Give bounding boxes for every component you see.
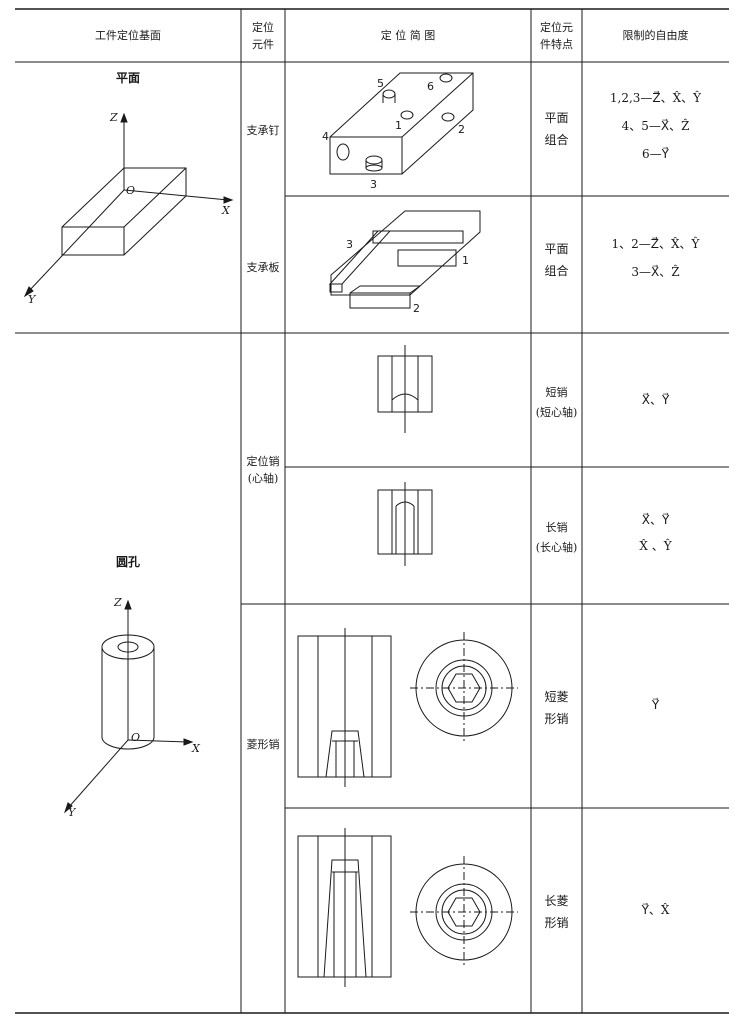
pin-label-4: 4 (322, 130, 329, 143)
hole-datum-sketch (63, 599, 194, 814)
dof-row-4-line-1: X⃗、Y⃗ (641, 513, 670, 527)
element-support-plates: 支承板 (246, 261, 280, 274)
feature-row-5: 短菱 形销 (544, 690, 569, 726)
dof-row-1-line-3: 6—Y⃗ (642, 147, 669, 161)
axis-o-label: O (126, 184, 136, 197)
pin-label-6: 6 (427, 80, 434, 93)
axis-y-label: Y (28, 293, 36, 306)
dof-row-1-line-2: 4、5—X⃗、Ẑ (621, 119, 690, 133)
plane-datum-sketch (23, 112, 234, 298)
axis-z-label-2: Z (114, 596, 122, 609)
plate-label-2: 2 (413, 302, 420, 315)
short-pin-sketch (377, 345, 433, 433)
header-dof: 限制的自由度 (622, 29, 689, 42)
feature-row-4: 长销 (长心轴) (535, 521, 578, 554)
header-datum: 工件定位基面 (95, 29, 161, 42)
plate-label-3: 3 (346, 238, 353, 251)
pin-label-5: 5 (377, 77, 384, 90)
header-element: 定位 元件 (252, 21, 274, 51)
long-pin-sketch (377, 482, 433, 566)
pin-label-2: 2 (458, 123, 465, 136)
dof-row-2-line-2: 3—X⃗、Ẑ (631, 265, 680, 279)
header-feature: 定位元 件特点 (540, 21, 573, 51)
axis-x-label: X (222, 204, 230, 217)
header-sketch: 定 位 简 图 (380, 29, 436, 42)
long-diamond-pin-sketch (297, 828, 518, 987)
datum-plane-label: 平面 (115, 71, 140, 85)
support-plates-sketch (328, 210, 481, 309)
short-diamond-pin-sketch (297, 628, 518, 787)
axis-y-label-2: Y (68, 806, 76, 819)
axis-x-label-2: X (192, 742, 200, 755)
axis-z-label: Z (110, 111, 118, 124)
dof-row-3-line-1: X⃗、Y⃗ (641, 393, 670, 407)
dof-row-1-line-1: 1,2,3—Z⃗、X̂、Ŷ (609, 91, 702, 105)
element-support-pins: 支承钉 (246, 124, 280, 137)
dof-row-6-line-1: Y⃗、X̂ (641, 903, 670, 917)
feature-row-6: 长菱 形销 (544, 894, 569, 930)
pin-label-1: 1 (395, 119, 402, 132)
dof-row-4-line-2: X̂ 、Ŷ (639, 539, 672, 553)
support-pins-sketch (329, 72, 474, 175)
datum-hole-label: 圆孔 (115, 555, 140, 569)
element-diamond-pin: 菱形销 (246, 738, 280, 751)
feature-row-1: 平面 组合 (544, 111, 569, 147)
plate-label-1: 1 (462, 254, 469, 267)
feature-row-3: 短销 (短心轴) (535, 386, 578, 419)
dof-row-5-line-1: Y⃗ (651, 698, 660, 712)
dof-row-2-line-1: 1、2—Z⃗、X̂、Ŷ (611, 237, 700, 251)
feature-row-2: 平面 组合 (544, 242, 569, 278)
pin-label-3: 3 (370, 178, 377, 191)
element-locating-pin: 定位销 (心轴) (246, 455, 280, 485)
axis-o-label-2: O (131, 731, 141, 744)
